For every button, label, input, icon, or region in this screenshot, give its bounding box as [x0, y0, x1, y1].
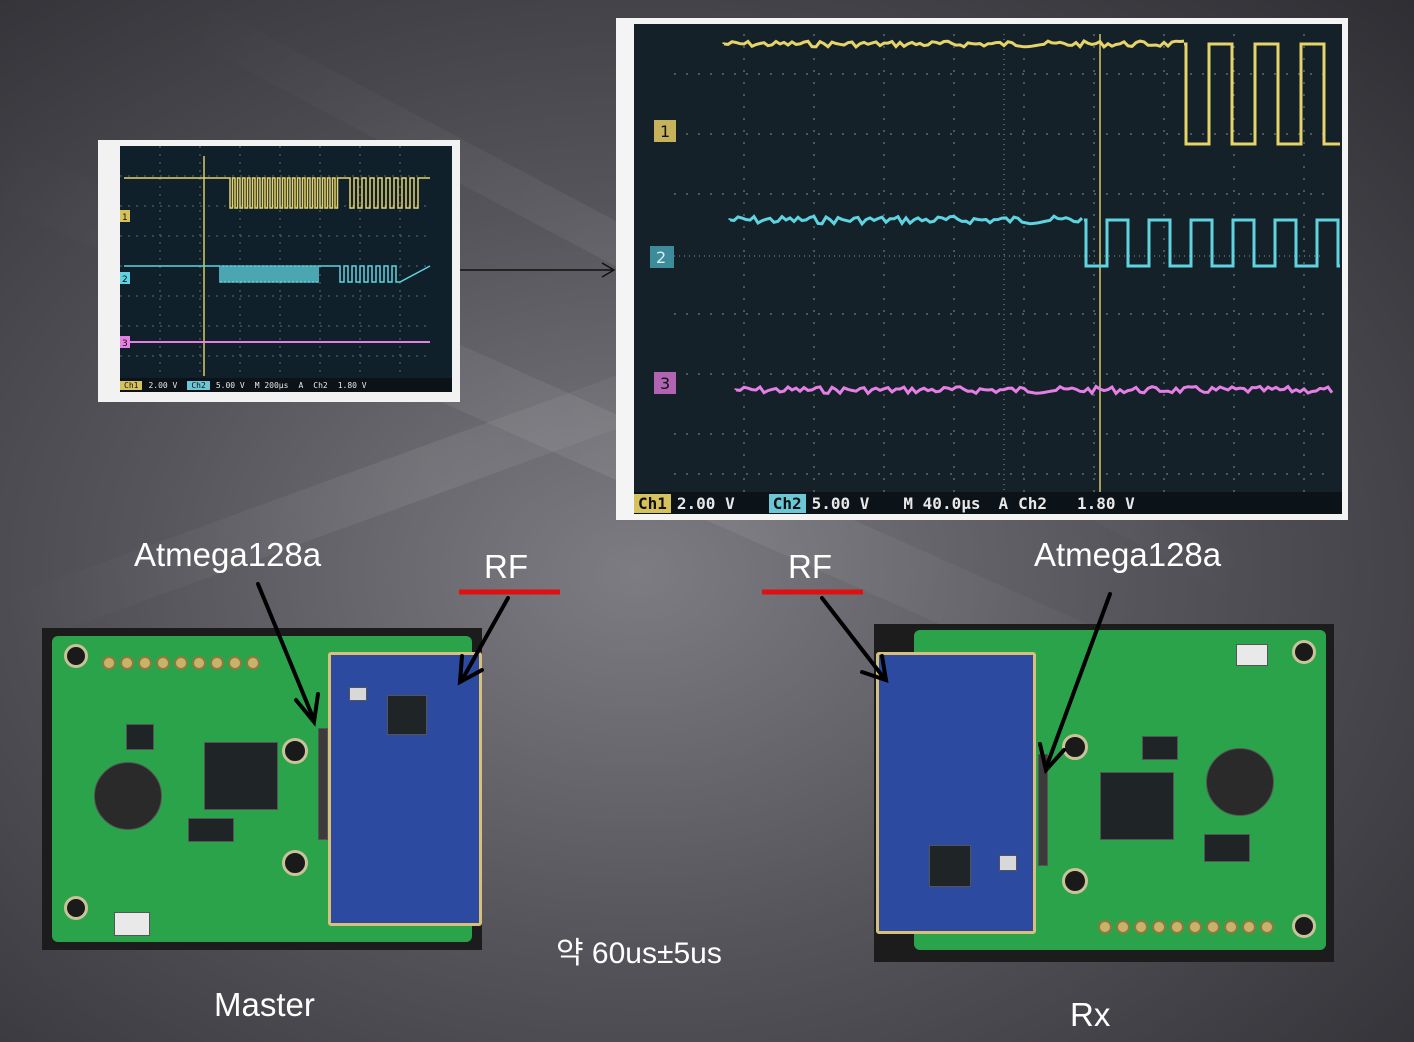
right-rf-arrow-line: [820, 596, 886, 680]
small-scope-screen: 1 2 3 Ch1 2.00 V Ch2 5.00 V M 200μs A Ch…: [120, 146, 452, 392]
large-ch1-tag: Ch1: [634, 493, 671, 513]
left-mcu-arrow-line: [256, 582, 316, 722]
master-capacitor: [126, 724, 154, 750]
large-scope-screen: 1 2 3 Ch1 2.00 V Ch2 5.00 V M 40.0μs A C…: [634, 24, 1342, 514]
large-scope-capture: 1 2 3 Ch1 2.00 V Ch2 5.00 V M 40.0μs A C…: [616, 18, 1348, 520]
master-rf-module: [328, 652, 482, 926]
small-marker-1: 1: [122, 213, 128, 223]
large-trigger-level: 1.80 V: [1077, 493, 1135, 513]
small-trigger-ch: Ch2: [313, 380, 328, 390]
large-scope-status-bar: Ch1 2.00 V Ch2 5.00 V M 40.0μs A Ch2 1.8…: [634, 492, 1342, 514]
left-mcu-label: Atmega128a: [134, 536, 322, 573]
small-scope-status-bar: Ch1 2.00 V Ch2 5.00 V M 200μs A Ch2 1.80…: [120, 378, 452, 392]
master-mcu-pins: [318, 728, 328, 840]
large-ch2-scale: 5.00 V: [811, 493, 870, 513]
rx-board-photo: [874, 624, 1334, 962]
left-rf-label: RF: [484, 548, 528, 585]
rx-capacitor-2: [1204, 834, 1250, 862]
large-trigger: A: [998, 493, 1009, 513]
large-marker-1: 1: [660, 122, 670, 141]
rx-label: Rx: [1070, 996, 1111, 1033]
small-timebase: M 200μs: [254, 380, 289, 390]
large-timebase: M 40.0μs: [903, 493, 981, 513]
small-ch1-scale: 2.00 V: [148, 380, 178, 390]
master-regulator: [204, 742, 278, 810]
right-mcu-label: Atmega128a: [1034, 536, 1222, 573]
large-ch1-scale: 2.00 V: [676, 493, 735, 513]
master-board-photo: [42, 628, 482, 950]
large-ch2-tag: Ch2: [768, 493, 806, 513]
large-scope-waveforms: 1 2 3: [650, 34, 1340, 494]
left-mcu-arrow-head: [294, 692, 320, 727]
master-button: [114, 912, 150, 936]
small-marker-2: 2: [122, 275, 128, 285]
timing-note: 약 60us±5us: [556, 937, 722, 970]
small-marker-3: 3: [122, 339, 128, 349]
small-trigger: A: [298, 380, 304, 390]
large-marker-3: 3: [660, 374, 670, 393]
master-label: Master: [214, 986, 315, 1023]
right-mcu-arrow-head: [1038, 742, 1066, 775]
rx-button: [1236, 644, 1268, 666]
zoom-arrow: [460, 262, 616, 278]
rx-capacitor: [1142, 736, 1178, 760]
small-ch2-scale: 5.00 V: [215, 380, 245, 390]
master-inductor: [94, 762, 162, 830]
left-rf-arrow-head: [457, 654, 484, 686]
right-mcu-arrow-line: [1044, 592, 1112, 770]
small-scope-waveforms: 1 2 3: [120, 146, 431, 376]
large-trigger-ch: Ch2: [1018, 493, 1048, 513]
master-capacitor-2: [188, 818, 234, 842]
large-marker-2: 2: [656, 248, 666, 267]
small-trigger-level: 1.80 V: [337, 380, 367, 390]
small-ch2-tag: Ch2: [187, 380, 210, 390]
right-rf-label: RF: [788, 548, 832, 585]
rx-inductor: [1206, 748, 1274, 816]
small-ch1-tag: Ch1: [120, 380, 143, 390]
rx-rf-module: [876, 652, 1036, 934]
left-rf-arrow-line: [460, 596, 510, 682]
rx-regulator: [1100, 772, 1174, 840]
right-rf-arrow-head: [860, 654, 889, 683]
small-scope-capture: 1 2 3 Ch1 2.00 V Ch2 5.00 V M 200μs A Ch…: [98, 140, 460, 402]
